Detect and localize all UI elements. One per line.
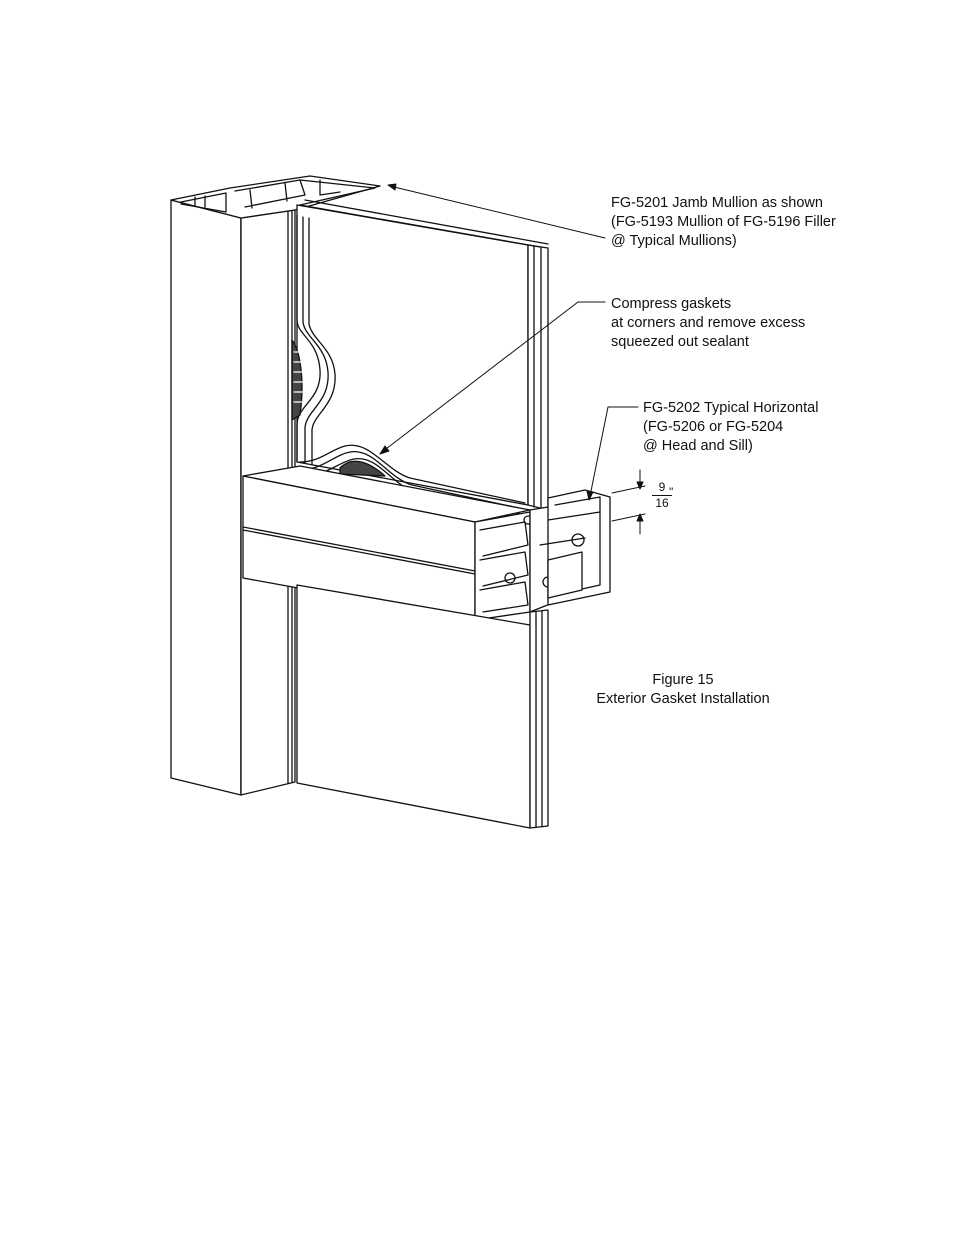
figure-caption: Figure 15 Exterior Gasket Installation (583, 671, 783, 709)
horizontal-callout: FG-5202 Typical Horizontal (FG-5206 or F… (643, 399, 818, 456)
horizontal-callout-line-2: (FG-5206 or FG-5204 (643, 418, 818, 437)
dimension-marks (612, 470, 645, 534)
upper-glass-lite (297, 200, 548, 510)
jamb-mullion-callout-line-2: (FG-5193 Mullion of FG-5196 Filler (611, 213, 836, 232)
gaskets-callout-line-1: Compress gaskets (611, 295, 805, 314)
gaskets-callout-line-3: squeezed out sealant (611, 333, 805, 352)
horizontal-callout-line-1: FG-5202 Typical Horizontal (643, 399, 818, 418)
jamb-mullion-callout-line-3: @ Typical Mullions) (611, 232, 836, 251)
figure-number: Figure 15 (583, 671, 783, 690)
gaskets-callout-line-2: at corners and remove excess (611, 314, 805, 333)
horizontal-callout-line-3: @ Head and Sill) (643, 437, 818, 456)
jamb-mullion-callout: FG-5201 Jamb Mullion as shown (FG-5193 M… (611, 194, 836, 251)
dimension-unit: " (669, 486, 673, 499)
gaskets-callout: Compress gaskets at corners and remove e… (611, 295, 805, 352)
lower-glass-lite (297, 585, 548, 828)
figure-title: Exterior Gasket Installation (583, 690, 783, 709)
jamb-mullion-callout-line-1: FG-5201 Jamb Mullion as shown (611, 194, 836, 213)
